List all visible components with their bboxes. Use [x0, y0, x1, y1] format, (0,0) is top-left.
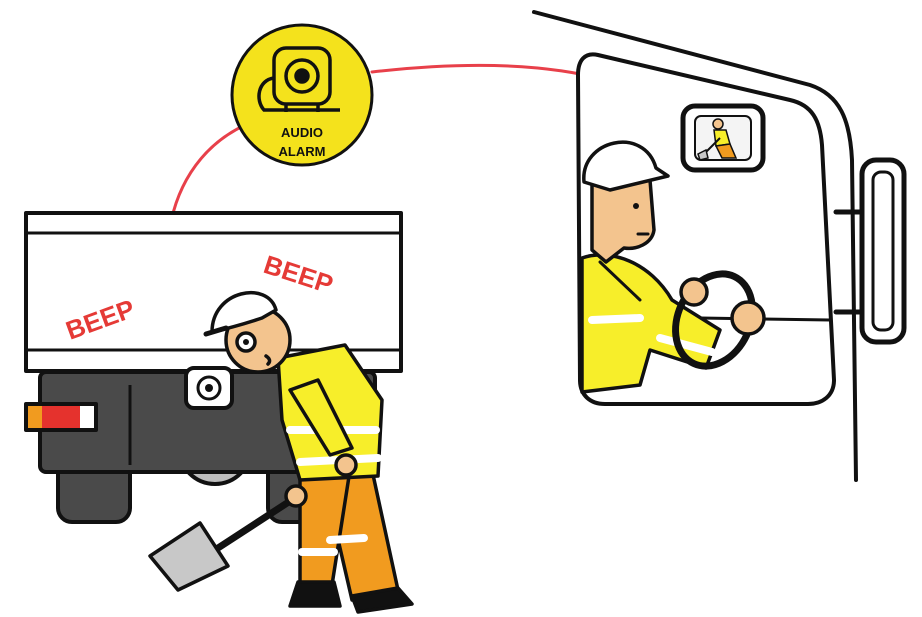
badge-label-line2: ALARM: [279, 144, 326, 159]
rear-view-mirror: [683, 106, 763, 170]
tail-light: [26, 404, 96, 430]
reversing-alarm-unit: [186, 368, 232, 408]
worker-boot-front: [290, 582, 340, 606]
truck-cab: [534, 12, 904, 480]
driver-hand-left: [681, 279, 707, 305]
driver-hand-right: [732, 302, 764, 334]
side-mirror: [836, 160, 904, 342]
worker-leg-front: [300, 470, 350, 585]
audio-alarm-badge: AUDIO ALARM: [232, 25, 372, 165]
worker-hand: [336, 455, 356, 475]
badge-label-line1: AUDIO: [281, 125, 323, 140]
shovel-blade: [150, 523, 228, 590]
